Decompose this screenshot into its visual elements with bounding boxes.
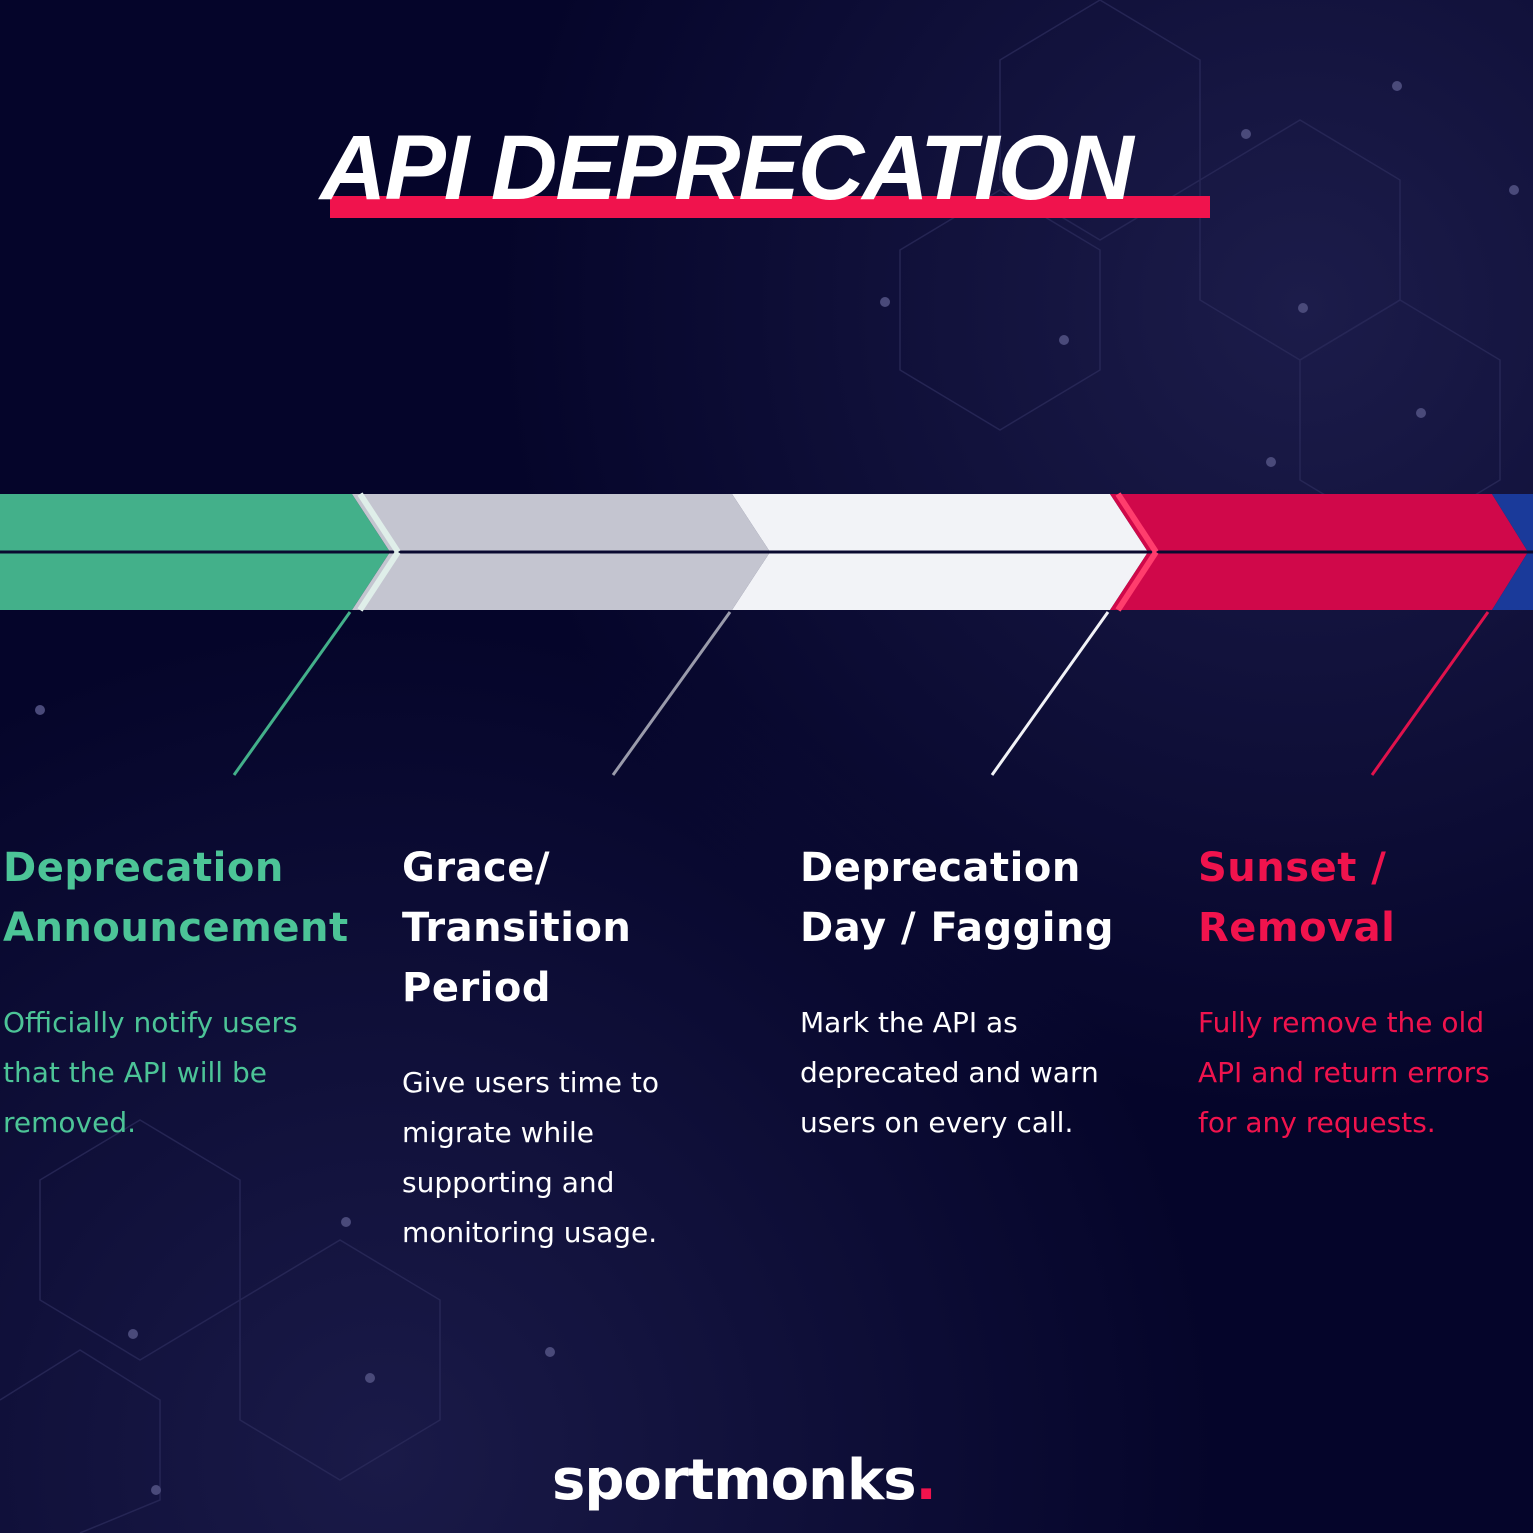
connector-lines: [232, 611, 1490, 776]
connector-gray: [611, 611, 732, 776]
connector-white: [990, 611, 1110, 776]
connector-green: [232, 611, 352, 776]
sportmonks-logo: sportmonks.: [552, 1448, 937, 1513]
chevron-blue: [1492, 494, 1533, 610]
connector-red: [1370, 611, 1490, 776]
page-title: API DEPRECATION: [320, 117, 1134, 219]
stage-heading: Sunset /Removal: [1198, 845, 1396, 951]
title-underline: [330, 196, 1210, 218]
chevron-band: [0, 492, 1533, 612]
title-block: API DEPRECATION: [320, 118, 1220, 228]
hexagon-pattern: [0, 0, 1501, 1533]
